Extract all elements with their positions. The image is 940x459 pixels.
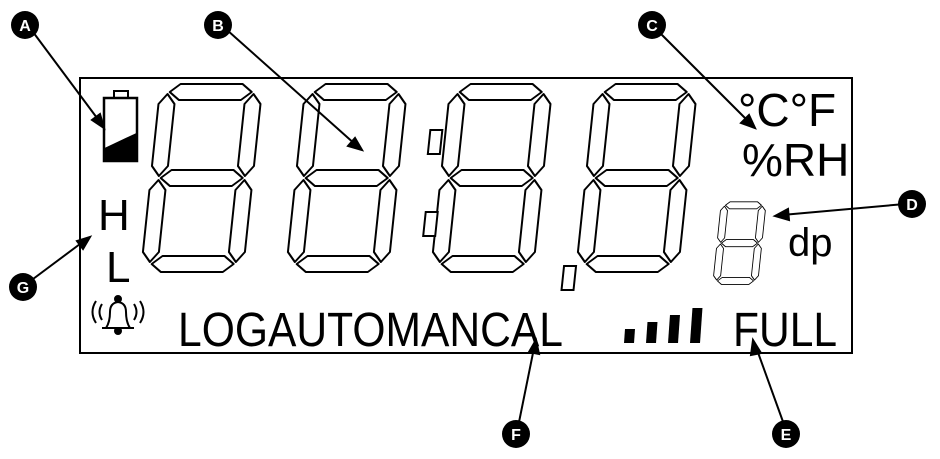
high-indicator: H: [98, 191, 130, 240]
lcd-labels: °C°F %RH dp H L LOGAUTOMANCAL FULL: [98, 84, 849, 357]
callout-c: C: [638, 11, 666, 39]
mode-labels: LOGAUTOMANCAL: [178, 304, 563, 357]
leader-b: [226, 29, 357, 146]
svg-text:G: G: [17, 280, 29, 297]
leader-d: [781, 203, 906, 216]
humidity-unit: %RH: [742, 134, 849, 186]
decimal-place-label: dp: [788, 221, 833, 265]
leader-g-arrowhead: [75, 235, 93, 251]
leader-b-arrowhead: [346, 136, 365, 152]
colon-upper: [426, 129, 444, 155]
callout-d: D: [898, 190, 926, 218]
callout-a: A: [11, 11, 39, 39]
leader-g: [24, 240, 85, 286]
svg-text:F: F: [511, 427, 521, 444]
colon-lower: [422, 211, 439, 237]
battery-icon: [102, 90, 139, 163]
callout-e: E: [772, 420, 800, 448]
memory-bar: [646, 322, 658, 343]
leader-e-arrowhead: [749, 337, 763, 357]
leader-f: [516, 347, 535, 433]
callout-markers: A B C D E F G: [9, 11, 926, 448]
svg-text:D: D: [906, 197, 918, 214]
leader-d-arrowhead: [772, 207, 791, 222]
leader-f-arrowhead: [527, 337, 541, 356]
separators: [422, 129, 578, 291]
svg-text:A: A: [19, 18, 31, 35]
callout-g: G: [9, 273, 37, 301]
callout-f: F: [502, 420, 530, 448]
decimal-point: [560, 265, 578, 291]
svg-text:C: C: [646, 18, 658, 35]
svg-text:B: B: [212, 18, 224, 35]
svg-text:E: E: [781, 427, 792, 444]
memory-full-label: FULL: [733, 304, 837, 357]
callout-leaders: [24, 29, 906, 433]
leader-e: [755, 346, 787, 431]
leader-a-arrowhead: [90, 112, 106, 131]
memory-bar: [690, 308, 703, 343]
memory-bars-icon: [624, 308, 703, 343]
memory-bar: [624, 329, 635, 343]
leader-c-arrowhead: [739, 113, 757, 130]
battery-level-fill: [104, 132, 137, 161]
low-indicator: L: [106, 243, 130, 292]
callout-b: B: [204, 11, 232, 39]
memory-bar: [668, 315, 680, 343]
leader-c: [656, 29, 751, 124]
alarm-bell-icon: [91, 295, 145, 335]
leader-a: [32, 31, 101, 123]
